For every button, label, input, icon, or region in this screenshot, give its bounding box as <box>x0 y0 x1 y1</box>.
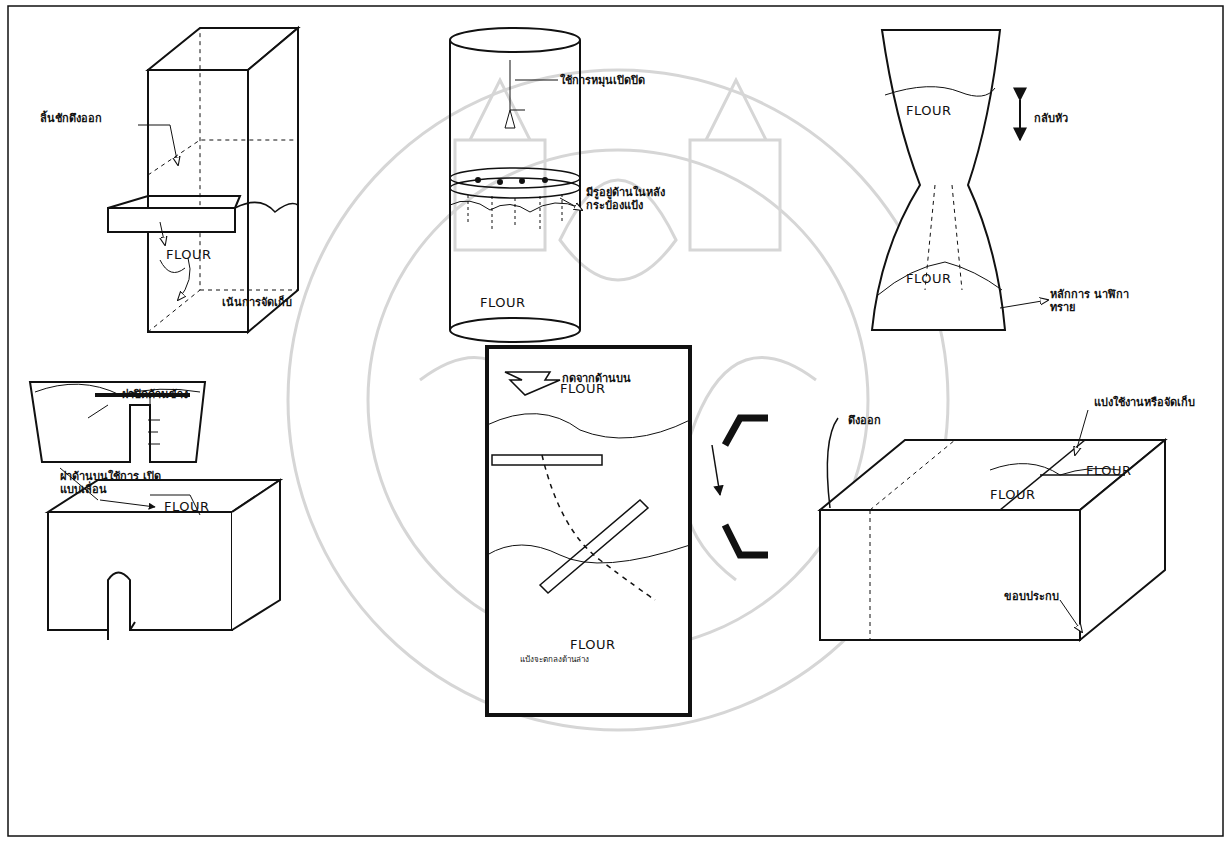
content-label: FLOUR <box>1086 464 1156 477</box>
annotation-text: ลิ้นชักดึงออก <box>40 112 150 125</box>
annotation-text: เน้นการจัดเก็บ <box>222 296 332 309</box>
sliding-lid-box <box>30 382 280 640</box>
annotation-text: หลักการ นาฬิกาทราย <box>1050 288 1140 314</box>
content-label: FLOUR <box>480 296 560 309</box>
content-label: FLOUR <box>166 248 246 261</box>
annotation-text: แป้งจะตกลงด้านล่าง <box>520 655 660 665</box>
content-label: FLOUR <box>570 638 650 651</box>
annotation-text: กลับหัว <box>1034 112 1114 125</box>
content-label: FLOUR <box>906 272 986 285</box>
annotation-text: ขอบประกบ <box>1004 590 1094 603</box>
annotation-text: ฝาปิดด้านข้าง <box>122 388 232 401</box>
content-label: FLOUR <box>906 104 986 117</box>
annotation-text: ดึงออก <box>848 414 918 427</box>
content-label: FLOUR <box>990 488 1060 501</box>
content-label: FLOUR <box>164 500 244 513</box>
divided-box <box>820 410 1165 640</box>
drawer-box <box>108 28 298 332</box>
content-label: FLOUR <box>560 382 640 395</box>
annotation-text: ฝาด้านบนใช้การ เปิดแบบเลื่อน <box>60 470 170 496</box>
annotation-text: มีรูอยู่ด้านในหลัง กระป๋องแป้ง <box>586 186 686 212</box>
press-dispenser <box>487 347 768 715</box>
annotation-text: แบ่งใช้งานหรือจัดเก็บ <box>1094 396 1224 409</box>
annotation-text: ใช้การหมุนเปิดปิด <box>560 74 680 87</box>
frame <box>8 6 1223 836</box>
hourglass-container <box>872 30 1048 330</box>
